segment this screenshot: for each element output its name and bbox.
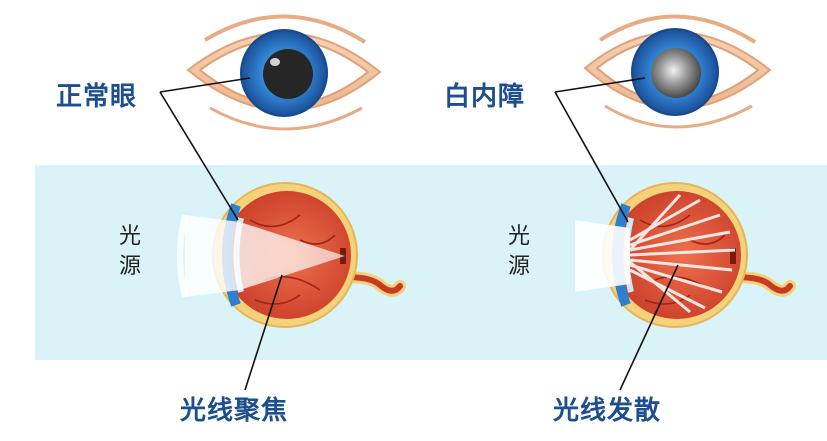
cataract-eye-front [585,16,770,127]
light-focus-caption: 光线聚焦 [180,390,288,427]
left-light-source-label: 光源 [118,222,142,282]
normal-eye-front [188,16,380,129]
light-scatter-caption: 光线发散 [553,390,661,427]
right-light-source-label: 光源 [507,222,531,282]
normal-eye-label: 正常眼 [56,76,137,113]
cataract-eye-label: 白内障 [444,76,525,113]
